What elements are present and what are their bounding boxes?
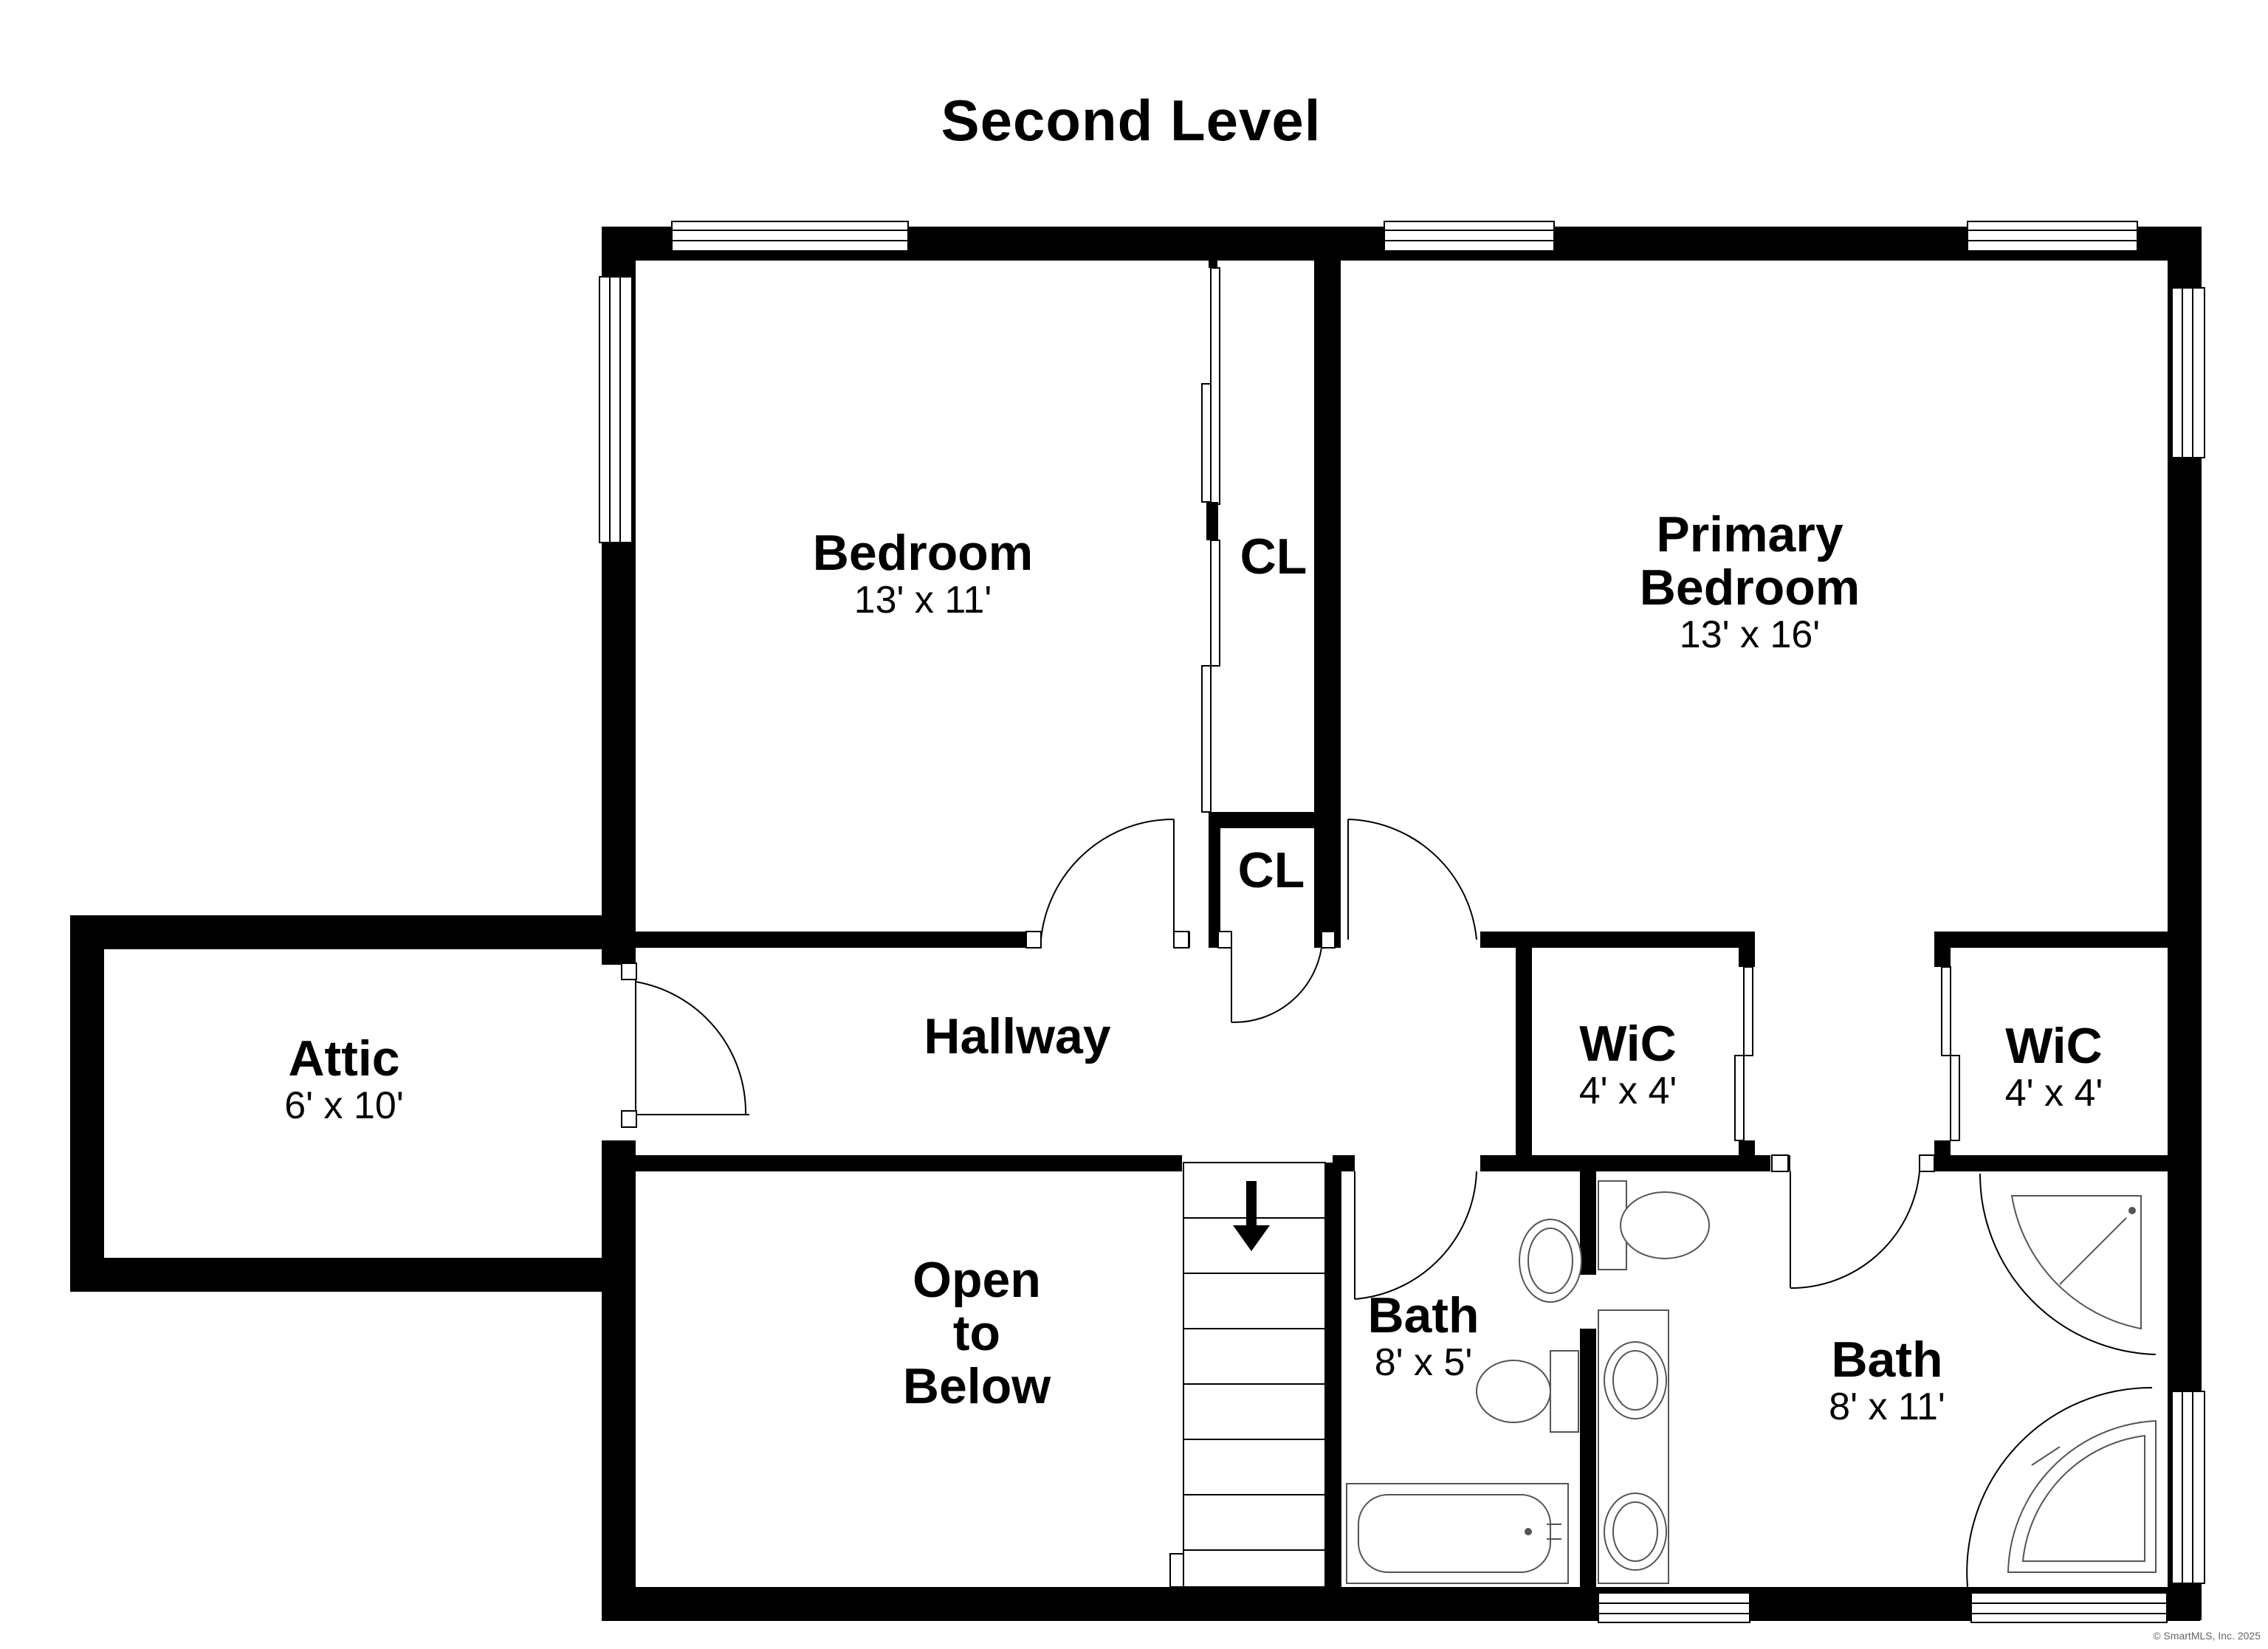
room-label-closet-lower: CL	[1238, 845, 1305, 895]
room-name: Bedroom	[812, 525, 1034, 581]
room-label-open-to-below: Open to Below	[903, 1255, 1051, 1411]
window-bath-bottom-left	[1598, 1593, 1750, 1622]
corner-shower	[2012, 1196, 2141, 1329]
room-name-line2: to	[952, 1305, 1001, 1361]
room-label-bath-small: Bath 8' x 5'	[1367, 1290, 1479, 1382]
room-label-wic-left: WiC 4' x 4'	[1579, 1019, 1677, 1110]
room-name: Hallway	[924, 1008, 1111, 1064]
room-dimensions: 6' x 10'	[284, 1084, 404, 1127]
room-name: Bath	[1367, 1287, 1480, 1343]
room-name-line1: Open	[913, 1252, 1041, 1308]
window-primary-top-left	[1384, 221, 1554, 251]
toilet-primary	[1621, 1192, 1709, 1259]
window-bedroom-top	[672, 221, 908, 251]
room-name: CL	[1237, 842, 1305, 898]
room-label-attic: Attic 6' x 10'	[284, 1033, 404, 1125]
primary-bath-fixtures	[1598, 1181, 2156, 1583]
room-name-line1: Primary	[1656, 506, 1843, 562]
room-label-closet-upper: CL	[1240, 531, 1307, 582]
page-title: Second Level	[941, 88, 1322, 153]
door-swings	[622, 819, 2156, 1587]
small-bath-fixtures	[1347, 1219, 1581, 1583]
room-dimensions: 8' x 11'	[1829, 1385, 1945, 1428]
stairs	[1170, 1163, 1325, 1587]
stairs-down-arrow	[1233, 1181, 1270, 1251]
room-dimensions: 8' x 5'	[1374, 1341, 1473, 1384]
copyright-notice: © SmartMLS, Inc. 2025	[2153, 1630, 2261, 1642]
room-dimensions: 13' x 16'	[1679, 613, 1821, 656]
window-primary-right	[2172, 288, 2205, 458]
windows	[599, 221, 2205, 1622]
closet-sliding-doors	[1202, 268, 1959, 1140]
room-label-bath-primary: Bath 8' x 11'	[1829, 1335, 1945, 1426]
room-dimensions: 13' x 11'	[853, 579, 992, 622]
room-dimensions: 4' x 4'	[2004, 1072, 2103, 1115]
window-bedroom-left	[599, 277, 632, 543]
room-name-line3: Below	[902, 1358, 1051, 1414]
room-name: WiC	[1579, 1016, 1677, 1072]
room-name: WiC	[2005, 1018, 2103, 1074]
room-label-hallway: Hallway	[924, 1011, 1110, 1061]
room-label-bedroom: Bedroom 13' x 11'	[813, 528, 1033, 619]
room-name: CL	[1240, 529, 1307, 585]
toilet-tank-small-bath	[1550, 1351, 1578, 1432]
interior-walls	[636, 261, 2168, 1605]
room-label-primary-bedroom: Primary Bedroom 13' x 16'	[1640, 509, 1860, 654]
room-dimensions: 4' x 4'	[1578, 1070, 1677, 1112]
room-name: Bath	[1831, 1332, 1943, 1388]
window-bath-right	[2172, 1391, 2205, 1583]
room-name-line2: Bedroom	[1639, 560, 1860, 616]
room-name: Attic	[288, 1030, 400, 1087]
window-bath-bottom-right	[1971, 1593, 2167, 1622]
room-label-wic-right: WiC 4' x 4'	[2005, 1021, 2103, 1112]
window-primary-top-right	[1968, 221, 2137, 251]
toilet-small-bath	[1477, 1360, 1550, 1422]
